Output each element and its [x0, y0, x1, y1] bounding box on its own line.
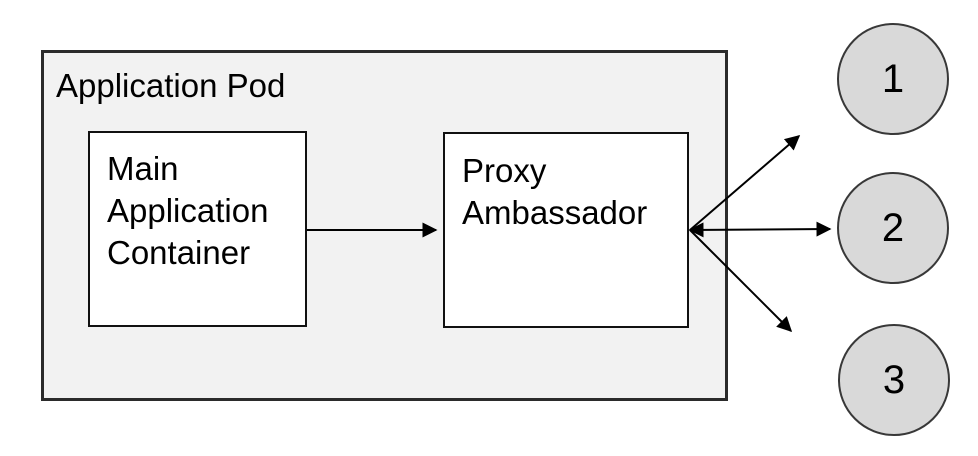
endpoint-node-2: 2 [837, 172, 949, 284]
node-proxy-ambassador-label: Proxy Ambassador [462, 152, 648, 231]
application-pod-label: Application Pod [56, 67, 286, 104]
node-main-application-container-label: Main Application Container [107, 150, 269, 271]
endpoint-node-3: 3 [838, 324, 950, 436]
endpoint-node-3-label: 3 [882, 357, 906, 402]
endpoint-node-2-label: 2 [881, 205, 905, 250]
node-proxy-ambassador: Proxy Ambassador [443, 132, 689, 328]
endpoint-node-1: 1 [837, 23, 949, 135]
node-main-application-container: Main Application Container [88, 131, 307, 327]
endpoint-node-1-label: 1 [881, 56, 905, 101]
